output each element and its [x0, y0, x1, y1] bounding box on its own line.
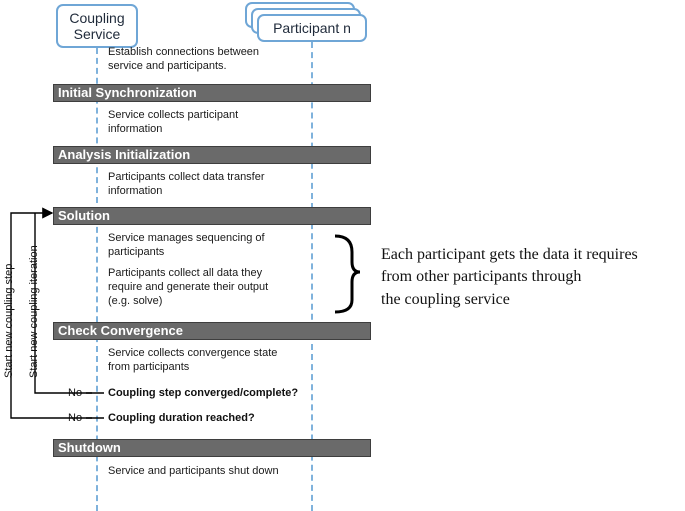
collect-transfer-note: Participants collect data transfer infor…: [108, 171, 265, 197]
loop-label-coupling-step: Start new coupling step: [3, 263, 15, 378]
generate-note: Participants collect all data they requi…: [108, 267, 269, 307]
service-lifeline: [96, 48, 98, 511]
annotation-line-2: from other participants through: [381, 268, 582, 285]
participant-box: Participant n: [257, 14, 367, 42]
participant-label: Participant n: [273, 20, 351, 36]
annotation-line-1: Each participant gets the data it requir…: [381, 246, 638, 263]
loop-label-coupling-iteration: Start new coupling iteration: [28, 245, 40, 378]
phase-initial-synchronization: Initial Synchronization: [53, 84, 371, 102]
participant-lifeline: [311, 42, 313, 511]
coupling-service-label-line1: Coupling: [69, 10, 125, 26]
coupling-service-label-line2: Service: [73, 26, 121, 42]
connect-note: Establish connections between service an…: [108, 46, 260, 72]
collect-info-note: Service collects participant information: [108, 109, 239, 135]
loop-coupling-iteration-line: [34, 213, 92, 394]
phase-solution: Solution: [53, 207, 371, 225]
annotation-line-3: the coupling service: [381, 291, 510, 308]
convergence-state-note: Service collects convergence state from …: [108, 347, 278, 373]
coupling-service-box: Coupling Service: [56, 4, 138, 48]
phase-analysis-initialization: Analysis Initialization: [53, 146, 371, 164]
curly-brace: [334, 234, 361, 314]
sequencing-note: Service manages sequencing of participan…: [108, 232, 265, 258]
question-duration-reached: Coupling duration reached?: [108, 412, 255, 424]
phase-check-convergence: Check Convergence: [53, 322, 371, 340]
loop-coupling-step-line: [10, 207, 92, 419]
question-step-converged: Coupling step converged/complete?: [108, 387, 299, 399]
shutdown-note: Service and participants shut down: [108, 465, 279, 477]
phase-shutdown: Shutdown: [53, 439, 371, 457]
